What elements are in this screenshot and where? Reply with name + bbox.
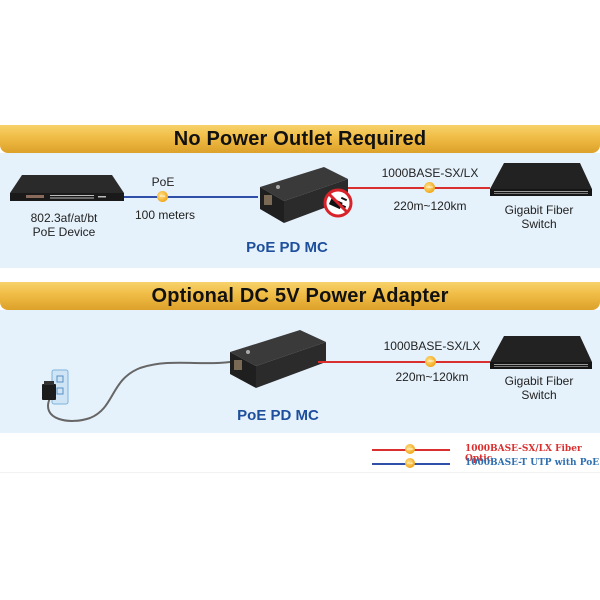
gigabit-fiber-switch-icon xyxy=(490,163,592,196)
section2-banner: Optional DC 5V Power Adapter xyxy=(0,282,600,310)
no-power-plug-icon xyxy=(323,188,353,218)
section1-title: No Power Outlet Required xyxy=(173,127,427,150)
fiber-badge-icon: 1000 xyxy=(424,182,435,193)
fiber-optic-line xyxy=(348,187,490,189)
poe-device-standard: 802.3af/at/bt xyxy=(30,211,98,225)
poe-device-name: PoE Device xyxy=(32,225,96,239)
poe-badge-icon: PoE xyxy=(157,191,168,202)
section1-panel: 802.3af/at/bt PoE Device PoE PoE 100 met… xyxy=(0,153,600,268)
fiber-switch-line1: Gigabit Fiber xyxy=(504,203,574,217)
fiber-switch-line1: Gigabit Fiber xyxy=(504,374,574,388)
poe-device-label: 802.3af/at/bt PoE Device xyxy=(14,211,114,239)
fiber-distance-label: 220m~120km xyxy=(395,370,469,384)
section2-panel: PoE PD MC 1000 1000BASE-SX/LX 220m~120km… xyxy=(0,310,600,433)
fiber-switch-label: Gigabit Fiber Switch xyxy=(494,203,584,231)
fiber-standard-label: 1000BASE-SX/LX xyxy=(383,339,481,353)
wall-outlet-adapter-icon xyxy=(42,361,231,422)
mc-label: PoE PD MC xyxy=(237,239,337,257)
legend-fiber-label: 1000BASE-SX/LX Fiber Optic xyxy=(465,444,582,464)
fiber-switch-label: Gigabit Fiber Switch xyxy=(494,374,584,402)
legend-utp-label: 1000BASE-T UTP with PoE xyxy=(465,458,600,468)
fiber-switch-line2: Switch xyxy=(521,217,557,231)
legend: 1000 1000BASE-SX/LX Fiber Optic PoE 1000… xyxy=(370,443,600,471)
divider xyxy=(0,472,600,473)
mc-label: PoE PD MC xyxy=(228,407,328,425)
utp-poe-line xyxy=(124,196,258,198)
legend-fiber-badge-icon: 1000 xyxy=(405,444,415,454)
fiber-optic-line xyxy=(318,361,490,363)
fiber-standard-label: 1000BASE-SX/LX xyxy=(381,166,479,180)
mc-label-text: PoE PD MC xyxy=(246,239,328,256)
fiber-badge-icon: 1000 xyxy=(425,356,436,367)
legend-item-utp: PoE 1000BASE-T UTP with PoE xyxy=(370,457,600,471)
poe-link-label: PoE xyxy=(151,175,175,189)
poe-switch-device-icon xyxy=(10,175,124,201)
mc-label-text: PoE PD MC xyxy=(237,407,319,424)
legend-item-fiber: 1000 1000BASE-SX/LX Fiber Optic xyxy=(370,443,600,464)
legend-poe-badge-icon: PoE xyxy=(405,458,415,468)
section2-title: Optional DC 5V Power Adapter xyxy=(151,284,449,307)
section1-banner: No Power Outlet Required xyxy=(0,125,600,153)
media-converter-icon xyxy=(230,330,326,388)
poe-distance-label: 100 meters xyxy=(134,208,196,222)
fiber-distance-label: 220m~120km xyxy=(393,199,467,213)
fiber-switch-line2: Switch xyxy=(521,388,557,402)
gigabit-fiber-switch-icon xyxy=(490,336,592,369)
